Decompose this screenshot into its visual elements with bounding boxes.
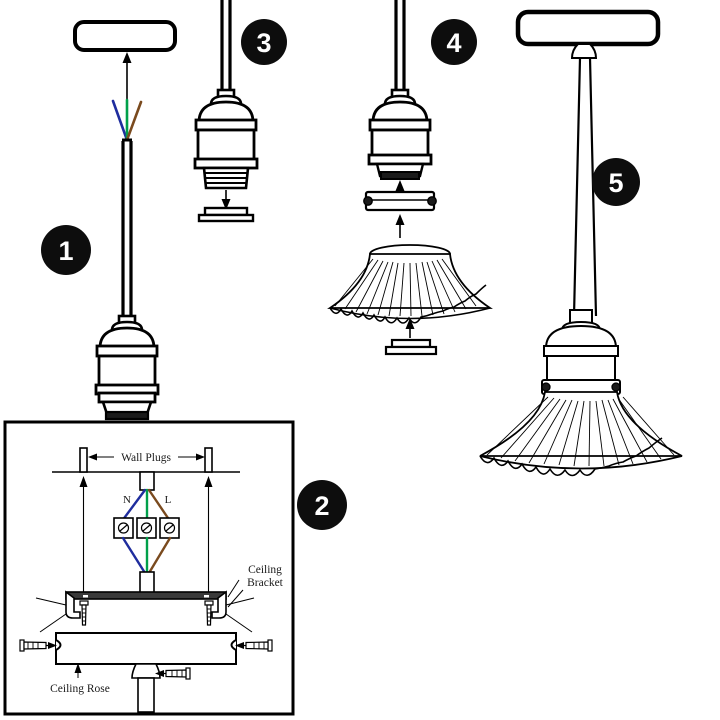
wall-plug-left bbox=[79, 447, 88, 473]
step-3-group: 3 bbox=[193, 0, 287, 223]
thread-lines bbox=[205, 172, 247, 184]
step-badge-5[interactable]: 5 bbox=[592, 158, 640, 206]
shade-flutes bbox=[334, 258, 477, 317]
cord-grip-step5 bbox=[570, 43, 598, 59]
ceiling-rose-leader bbox=[74, 663, 82, 678]
step-badge-5-number: 5 bbox=[608, 168, 623, 198]
holder-thumbscrew-left bbox=[541, 382, 551, 392]
live-conductor bbox=[125, 100, 143, 142]
bracket-tab-leaders-right bbox=[225, 597, 255, 633]
step-badge-3[interactable]: 3 bbox=[241, 19, 287, 65]
cable-step3 bbox=[220, 0, 232, 96]
bracket-screw-right bbox=[204, 600, 214, 626]
arrow-down-step3 bbox=[221, 190, 231, 210]
base-ring-step4 bbox=[384, 338, 438, 356]
ceiling-plate-step5 bbox=[515, 9, 661, 47]
bracket-tab-right bbox=[211, 590, 227, 619]
glass-shade-step4 bbox=[327, 244, 493, 324]
step-1-group: 1 bbox=[41, 20, 177, 421]
pendant-cable-stub bbox=[139, 571, 155, 595]
arrow-up-to-ring-step4 bbox=[395, 214, 405, 238]
lamp-holder-step5 bbox=[541, 309, 621, 395]
bracket-tab-left bbox=[65, 590, 81, 619]
terminal-neutral bbox=[113, 517, 134, 539]
wall-plugs-label: Wall Plugs bbox=[121, 452, 171, 464]
terminal-block bbox=[113, 517, 180, 539]
bracket-fixing-arrows bbox=[79, 476, 213, 592]
ceiling-rose-body bbox=[55, 632, 237, 713]
ceiling-plate-step1 bbox=[73, 20, 177, 52]
shade-ring-step3 bbox=[197, 206, 255, 223]
ceiling-bracket bbox=[65, 590, 227, 619]
rose-cord-grip bbox=[131, 663, 161, 679]
terminal-label-neutral: N bbox=[123, 494, 131, 506]
neutral-wire-top bbox=[120, 488, 147, 523]
neutral-wire-bottom bbox=[121, 536, 147, 575]
arrow-up-to-shade-step4 bbox=[405, 318, 415, 338]
step-5-group: 5 bbox=[479, 9, 683, 477]
wiring-bottom bbox=[121, 536, 172, 575]
bracket-tab-leaders bbox=[35, 597, 67, 633]
neutral-conductor bbox=[111, 99, 129, 142]
wiring-top bbox=[120, 488, 172, 523]
step-badge-4[interactable]: 4 bbox=[431, 19, 477, 65]
step-2-panel: Wall Plugs N L bbox=[3, 420, 347, 716]
cable-step4 bbox=[394, 0, 406, 96]
terminal-label-live: L bbox=[165, 494, 172, 506]
holder-thumbscrew-right bbox=[611, 382, 621, 392]
live-wire-bottom bbox=[147, 536, 172, 575]
rose-notch-right bbox=[230, 639, 237, 651]
terminal-earth bbox=[136, 517, 157, 539]
step-badge-1-number: 1 bbox=[58, 236, 73, 266]
shade-ring-step4 bbox=[363, 190, 437, 212]
step-badge-2[interactable]: 2 bbox=[297, 480, 347, 530]
ceiling-bracket-label-line2: Bracket bbox=[247, 577, 284, 589]
rose-screw-right bbox=[235, 639, 273, 652]
lamp-holder-step4 bbox=[367, 88, 433, 180]
step-4-group: 4 bbox=[327, 0, 493, 356]
step-badge-4-number: 4 bbox=[446, 28, 461, 58]
step-badge-3-number: 3 bbox=[256, 28, 271, 58]
step-badge-1[interactable]: 1 bbox=[41, 225, 91, 275]
step-badge-2-number: 2 bbox=[314, 491, 329, 521]
stripped-conductors-step1 bbox=[111, 98, 143, 142]
ceiling-rose-label: Ceiling Rose bbox=[50, 683, 110, 695]
wall-plugs-leader bbox=[88, 453, 205, 461]
supply-cable-stub bbox=[139, 471, 155, 491]
lamp-holder-step1 bbox=[94, 314, 160, 421]
cord-grip-screw bbox=[155, 667, 191, 680]
live-wire-top bbox=[147, 488, 172, 523]
arrow-up-step1 bbox=[122, 52, 132, 103]
rose-screw-left bbox=[19, 639, 57, 652]
rose-notch-left bbox=[55, 639, 62, 651]
rose-cable-out bbox=[137, 677, 155, 713]
ring-thumbscrew-right bbox=[427, 196, 437, 206]
cable-step1 bbox=[121, 138, 133, 322]
lamp-holder-step3 bbox=[193, 88, 259, 190]
bracket-screw-left bbox=[79, 600, 89, 626]
glass-shade-step5 bbox=[479, 391, 683, 477]
shade-flutes-step5 bbox=[486, 396, 675, 467]
wall-plug-right bbox=[204, 447, 213, 473]
ceiling-bracket-label-line1: Ceiling bbox=[248, 564, 282, 576]
terminal-live bbox=[159, 517, 180, 539]
ring-thumbscrew-left bbox=[363, 196, 373, 206]
